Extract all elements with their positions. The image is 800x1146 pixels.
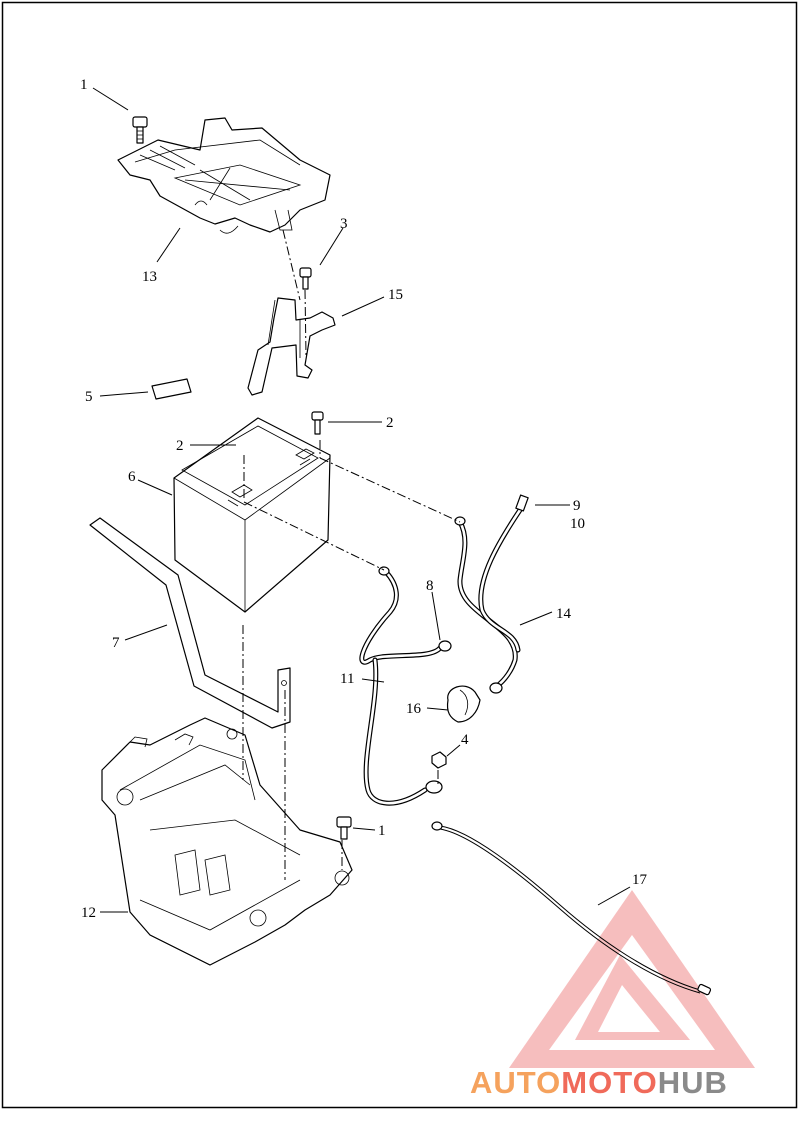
hold-down-strap-part-7 (89, 517, 291, 729)
leader-lines (92, 87, 631, 913)
callout-4: 4 (461, 732, 469, 748)
callout-1-bottom: 1 (378, 823, 386, 839)
diagram-frame (1, 1, 798, 1109)
cable-part-14 (454, 494, 529, 694)
bolt-part-3 (299, 267, 312, 290)
watermark-hub: HUB (658, 1065, 728, 1100)
nut-part-4 (431, 751, 447, 769)
ground-wire-part-17 (431, 821, 712, 996)
callout-labels: 1 13 3 15 5 2 2 6 9 10 8 14 7 11 16 4 1 … (80, 77, 648, 921)
watermark-auto: AUTO (470, 1065, 561, 1100)
callout-12: 12 (81, 905, 96, 921)
callout-15: 15 (388, 287, 403, 303)
callout-9: 9 (573, 498, 581, 514)
callout-2-left: 2 (176, 438, 184, 454)
upper-tray-part-13 (117, 117, 331, 234)
callout-7: 7 (112, 635, 120, 651)
callout-1-top: 1 (80, 77, 88, 93)
terminal-boot-part-16 (446, 685, 481, 723)
callout-14: 14 (556, 606, 572, 622)
bracket-part-15 (247, 297, 336, 396)
watermark-text: AUTOMOTOHUB (470, 1065, 728, 1100)
callout-5: 5 (85, 389, 93, 405)
callout-10: 10 (570, 516, 585, 532)
label-part-5 (151, 378, 192, 400)
alignment-lines (242, 229, 461, 880)
callout-2-right: 2 (386, 415, 394, 431)
bolt-part-1-bottom (336, 816, 352, 840)
callout-11: 11 (340, 671, 354, 687)
bolt-part-2-right (311, 411, 324, 435)
lower-tray-part-12 (101, 717, 353, 966)
watermark-moto: MOTO (561, 1065, 657, 1100)
callout-8: 8 (426, 578, 434, 594)
callout-3: 3 (340, 216, 348, 232)
callout-17: 17 (632, 872, 648, 888)
callout-6: 6 (128, 469, 136, 485)
battery-part-6 (173, 417, 331, 613)
watermark-logo (509, 890, 755, 1068)
bolt-part-1-top (132, 116, 148, 144)
callout-13: 13 (142, 269, 157, 285)
callout-16: 16 (406, 701, 422, 717)
cable-part-11 (359, 566, 452, 806)
